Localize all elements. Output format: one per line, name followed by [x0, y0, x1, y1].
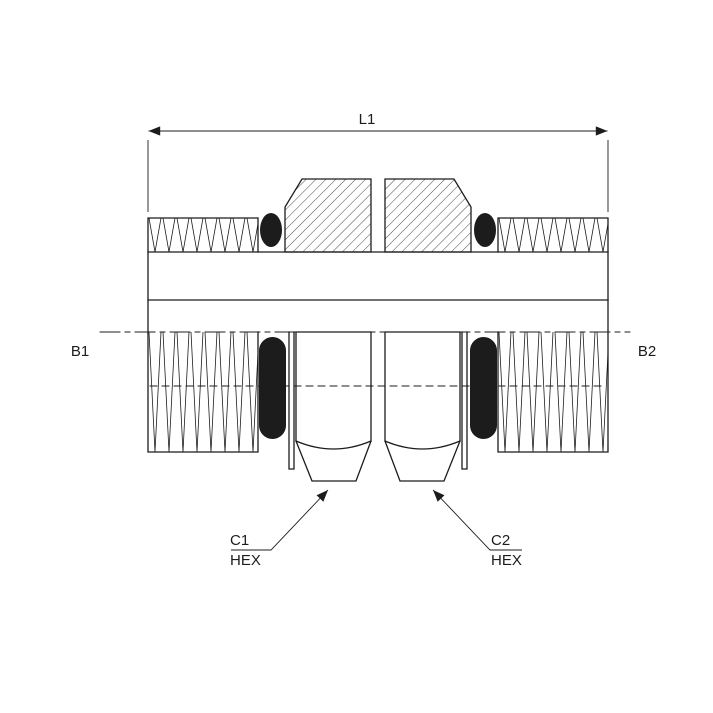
fitting-body-group	[99, 178, 631, 482]
right-hex-section	[384, 178, 472, 253]
leader-c1: C1 HEX	[230, 489, 329, 569]
right-oring	[470, 337, 497, 439]
right-hex-chamfer-arc	[384, 440, 461, 450]
leader-c1-line	[231, 489, 329, 551]
left-hex-section	[284, 178, 372, 253]
right-oring-section	[474, 213, 496, 247]
left-hex-nut	[295, 331, 372, 482]
dimension-l1-label: L1	[359, 111, 376, 128]
right-washer-lines	[461, 331, 468, 470]
left-washer-lines	[288, 331, 295, 470]
left-hex-chamfer-arc	[295, 440, 372, 450]
leader-c2: C2 HEX	[432, 489, 522, 569]
thread-outlines	[147, 217, 609, 453]
port-b1-label: B1	[71, 343, 89, 360]
left-oring-section	[260, 213, 282, 247]
left-thread-top-texture	[148, 218, 258, 252]
right-thread-top-texture	[498, 218, 608, 252]
c1-label: C1	[230, 532, 249, 549]
right-thread-bottom-texture	[498, 332, 608, 452]
right-hex-nut	[384, 331, 461, 482]
c2-hex-label: HEX	[491, 552, 522, 569]
left-oring	[259, 337, 286, 439]
body-band-lines	[147, 251, 609, 301]
leader-c2-line	[432, 489, 522, 551]
left-thread-bottom-texture	[148, 332, 258, 452]
c2-label: C2	[491, 532, 510, 549]
port-b2-label: B2	[638, 343, 656, 360]
dimension-l1: L1	[147, 111, 609, 212]
c1-hex-label: HEX	[230, 552, 261, 569]
